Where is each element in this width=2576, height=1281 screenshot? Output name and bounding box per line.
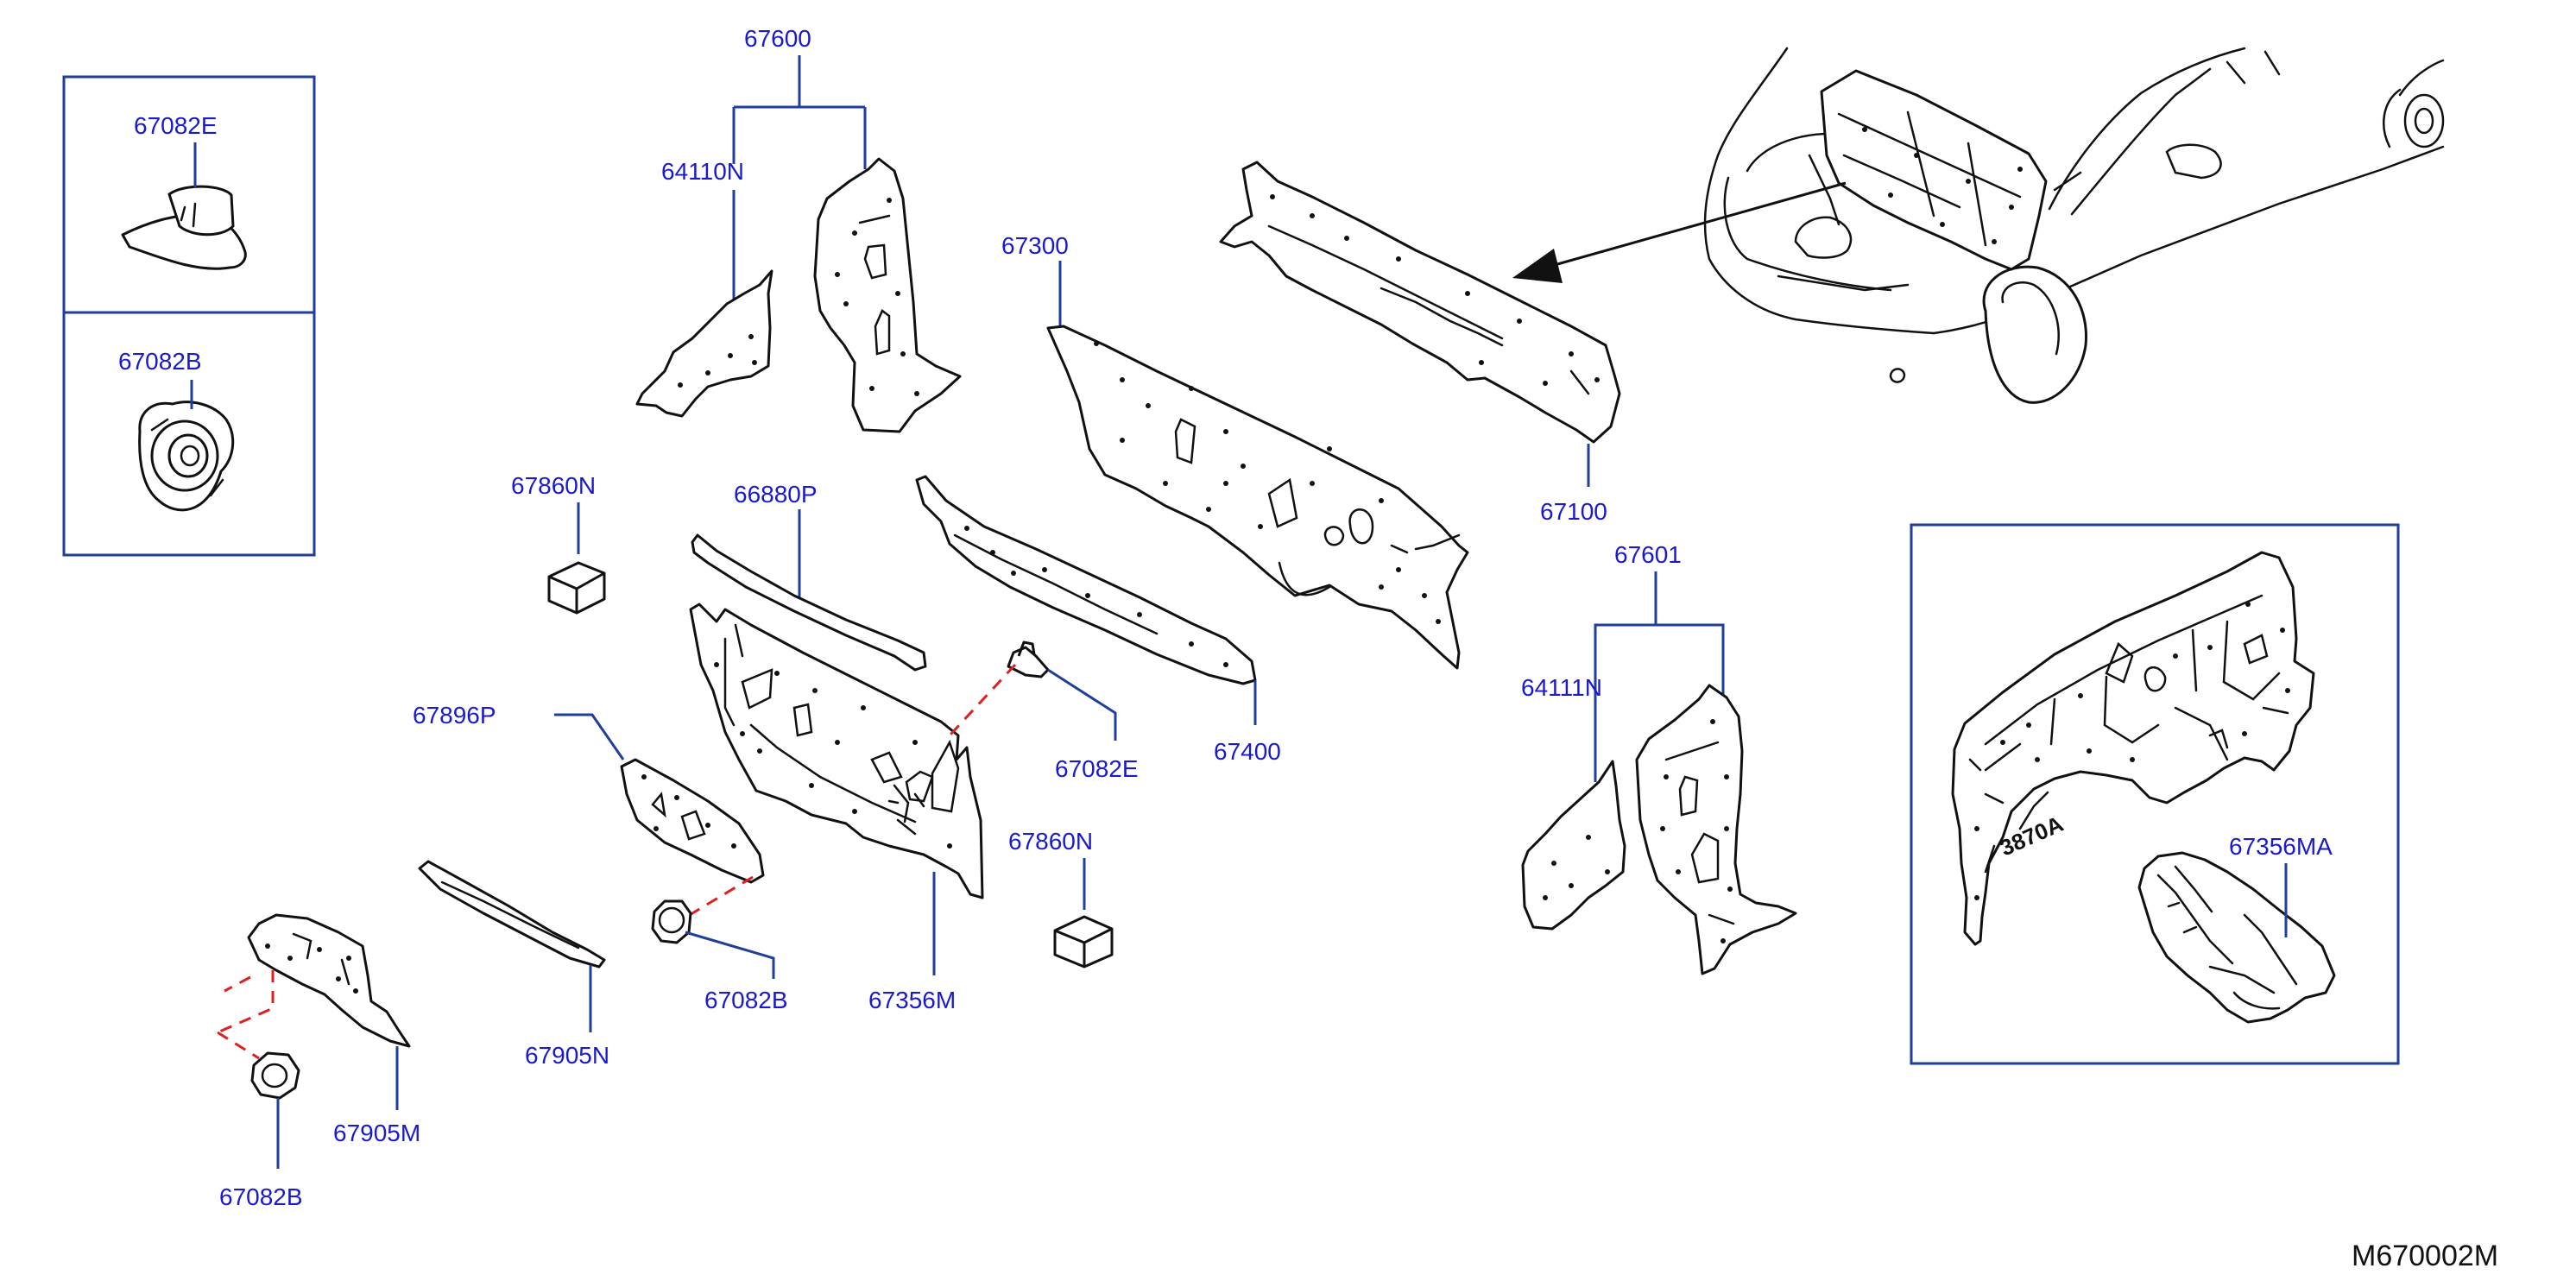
part-67082E-mid-illustration: [1007, 640, 1050, 678]
label-67905N: 67905N: [525, 1042, 609, 1069]
inset-insulator-illustration: [1951, 551, 2315, 946]
label-67905M: 67905M: [333, 1120, 420, 1146]
label-67082B-mid: 67082B: [704, 987, 788, 1013]
label-67356MA: 67356MA: [2229, 833, 2333, 860]
dashed-line-67082B-mid: [683, 875, 754, 920]
group-67601: 67601 64111N: [1521, 541, 1797, 975]
label-66880P: 66880P: [734, 481, 818, 508]
part-67905N-illustration: [418, 860, 606, 969]
part-67400-crossmember-illustration: [915, 475, 1257, 685]
inset-frame-left: [62, 75, 316, 557]
dashed-line-67905M-c: [224, 975, 251, 993]
label-64110N: 64110N: [661, 158, 744, 185]
location-arrow-line: [1544, 181, 1847, 269]
group-67300: 67300: [1001, 232, 1469, 670]
group-67905M: 67905M: [217, 913, 420, 1146]
group-67082B-low: 67082B: [219, 1051, 303, 1210]
bracket-67601: [1594, 571, 1725, 782]
group-67860N-top: 67860N: [511, 472, 606, 615]
group-67082B-mid: 67082B: [651, 875, 788, 1013]
part-67356MA-illustration: [2137, 851, 2336, 1024]
part-67356M-insulator-illustration: [689, 603, 984, 899]
bracket-67600: [732, 55, 867, 169]
label-67082B-low: 67082B: [219, 1183, 303, 1210]
location-arrow-head: [1512, 249, 1563, 283]
group-67082E-mid: 67082E: [948, 640, 1139, 782]
label-67300: 67300: [1001, 232, 1069, 259]
leader-67896P: [554, 713, 625, 760]
group-66880P: 66880P: [691, 481, 927, 672]
dashed-line-67082E: [948, 663, 1017, 737]
part-67896P-illustration: [620, 758, 765, 884]
diagram-reference-code: M670002M: [2352, 1240, 2498, 1272]
part-67100-cowl-top-illustration: [1219, 161, 1621, 444]
part-67600-pillar-illustration: [813, 157, 962, 433]
label-64111N: 64111N: [1521, 674, 1602, 701]
inset-box-67356MA: 3870A 67356MA: [1910, 523, 2400, 1065]
inset-frame-right: [1910, 523, 2400, 1065]
group-67100: 67100: [1219, 161, 1621, 525]
nut-67082B-box-illustration: [138, 401, 235, 512]
part-66880P-seal-illustration: [691, 533, 927, 672]
group-67896P: 67896P: [413, 702, 765, 884]
part-67300-dash-panel-illustration: [1046, 325, 1469, 670]
vehicle-location-view: [1703, 47, 2445, 404]
label-67400: 67400: [1214, 738, 1281, 765]
part-64111N-illustration: [1521, 760, 1626, 931]
label-67082E-box: 67082E: [134, 112, 218, 139]
label-67356M: 67356M: [868, 987, 956, 1013]
part-67860N-top-illustration: [547, 561, 606, 615]
label-67082E-mid: 67082E: [1055, 755, 1139, 782]
dashed-line-67905M-b: [217, 1031, 260, 1060]
label-67082B-box: 67082B: [118, 348, 202, 375]
group-67905N: 67905N: [418, 860, 609, 1069]
group-67356M: 67356M: [689, 603, 984, 1013]
label-67100: 67100: [1540, 498, 1607, 525]
label-67860N-mid: 67860N: [1008, 828, 1093, 855]
part-67601-pillar-illustration: [1635, 684, 1797, 975]
part-67860N-mid-illustration: [1053, 915, 1114, 969]
group-67860N-mid: 67860N: [1008, 828, 1114, 969]
group-67400: 67400: [915, 475, 1281, 765]
part-64110N-illustration: [635, 269, 773, 418]
label-67860N-top: 67860N: [511, 472, 596, 499]
inset-box-clips: 67082E 67082B: [62, 75, 316, 557]
label-67896P: 67896P: [413, 702, 496, 729]
part-67905M-illustration: [247, 913, 411, 1048]
part-67082B-low-illustration: [250, 1051, 300, 1100]
label-67600: 67600: [744, 25, 811, 52]
group-67600: 67600 64110N: [635, 25, 962, 433]
leader-67082B-mid: [685, 931, 775, 979]
label-67601: 67601: [1614, 541, 1682, 568]
clip-67082E-illustration: [121, 185, 247, 270]
leader-67082E-mid: [1047, 668, 1117, 741]
